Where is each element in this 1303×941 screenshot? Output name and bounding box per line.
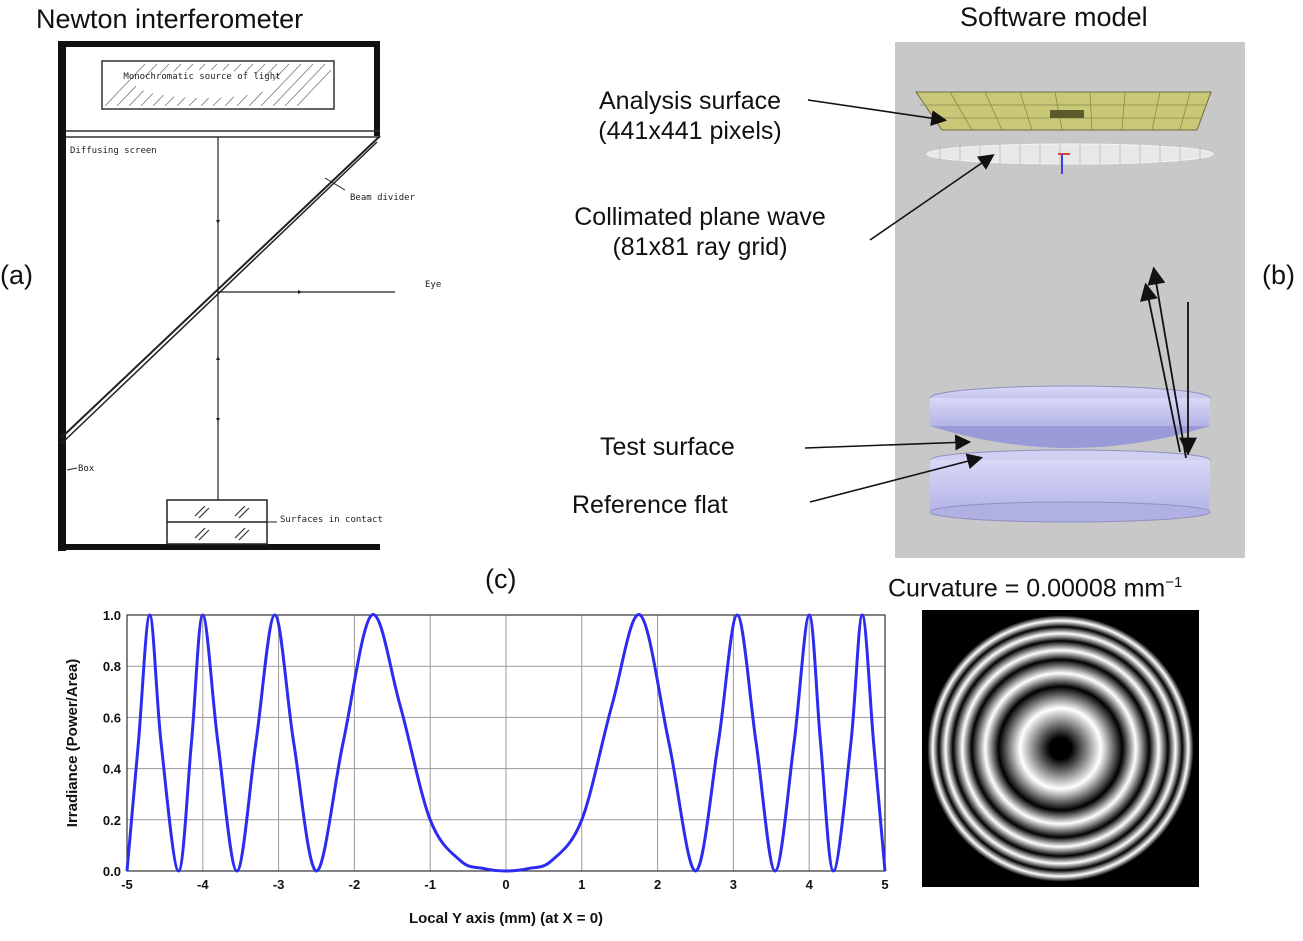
software-model-diagram — [804, 42, 1245, 558]
x-axis-title: Local Y axis (mm) (at X = 0) — [409, 910, 603, 927]
y-tick-label: 0.8 — [103, 659, 121, 674]
x-tick-label: 1 — [578, 877, 585, 892]
plane-wave-label: Collimated plane wave (81x81 ray grid) — [574, 203, 826, 261]
source-label: Monochromatic source of light — [123, 72, 281, 82]
irradiance-chart: -5 -4 -3 -2 -1 0 1 2 3 4 5 0.0 0.2 0.4 0.6 0.8 1.0Local … — [64, 608, 889, 927]
newton-rings — [926, 614, 1195, 883]
box-top-wall — [58, 41, 380, 47]
plane-wave-arrow — [869, 154, 995, 241]
panel-a-title: Newton interferometer — [36, 4, 304, 34]
x-tick-label: -1 — [424, 877, 436, 892]
panel-b-tag: (b) — [1262, 260, 1295, 290]
curvature-label: Curvature = 0.00008 mm−1 — [888, 574, 1183, 603]
reference-flat-label: Reference flat — [572, 491, 728, 519]
x-tick-label: -2 — [349, 877, 361, 892]
beam-divider — [60, 135, 381, 439]
x-tick-label: -3 — [273, 877, 285, 892]
y-tick-label: 0.4 — [103, 762, 122, 777]
irradiance-curve — [125, 613, 887, 873]
panel-b-title: Software model — [960, 2, 1148, 32]
y-tick-label: 1.0 — [103, 608, 121, 623]
panel-c-tag: (c) — [485, 564, 517, 594]
test-surface-label: Test surface — [600, 433, 735, 461]
analysis-surface-label: Analysis surface (441x441 pixels) — [598, 87, 782, 145]
reference-flat-arrow — [809, 453, 984, 503]
x-tick-label: -5 — [121, 877, 133, 892]
screen-label: Diffusing screen — [70, 146, 157, 156]
box-bottom-wall — [58, 544, 380, 550]
x-tick-label: 4 — [806, 877, 814, 892]
test-surface-arrow — [804, 434, 972, 451]
y-tick-label: 0.2 — [103, 813, 121, 828]
fringe-pattern-image — [922, 610, 1199, 887]
y-tick-label: 0.0 — [103, 864, 121, 879]
x-tick-label: 3 — [730, 877, 737, 892]
panel-a-tag: (a) — [0, 260, 33, 290]
test-surface-shape — [930, 426, 1210, 448]
divider-label: Beam divider — [350, 193, 416, 203]
x-tick-label: 2 — [654, 877, 661, 892]
box-right-wall — [374, 41, 380, 136]
box-left-wall — [58, 41, 66, 551]
y-tick-label: 0.6 — [103, 710, 121, 725]
x-tick-label: -4 — [197, 877, 209, 892]
newton-interferometer-diagram — [58, 41, 395, 551]
contact-label: Surfaces in contact — [280, 515, 383, 525]
box-label: Box — [78, 464, 95, 474]
analysis-arrow — [807, 99, 948, 127]
x-tick-label: 0 — [502, 877, 509, 892]
x-tick-label: 5 — [881, 877, 888, 892]
y-axis-title: Irradiance (Power/Area) — [64, 659, 81, 827]
source-label-cutout — [135, 70, 275, 98]
eye-label: Eye — [425, 280, 442, 290]
